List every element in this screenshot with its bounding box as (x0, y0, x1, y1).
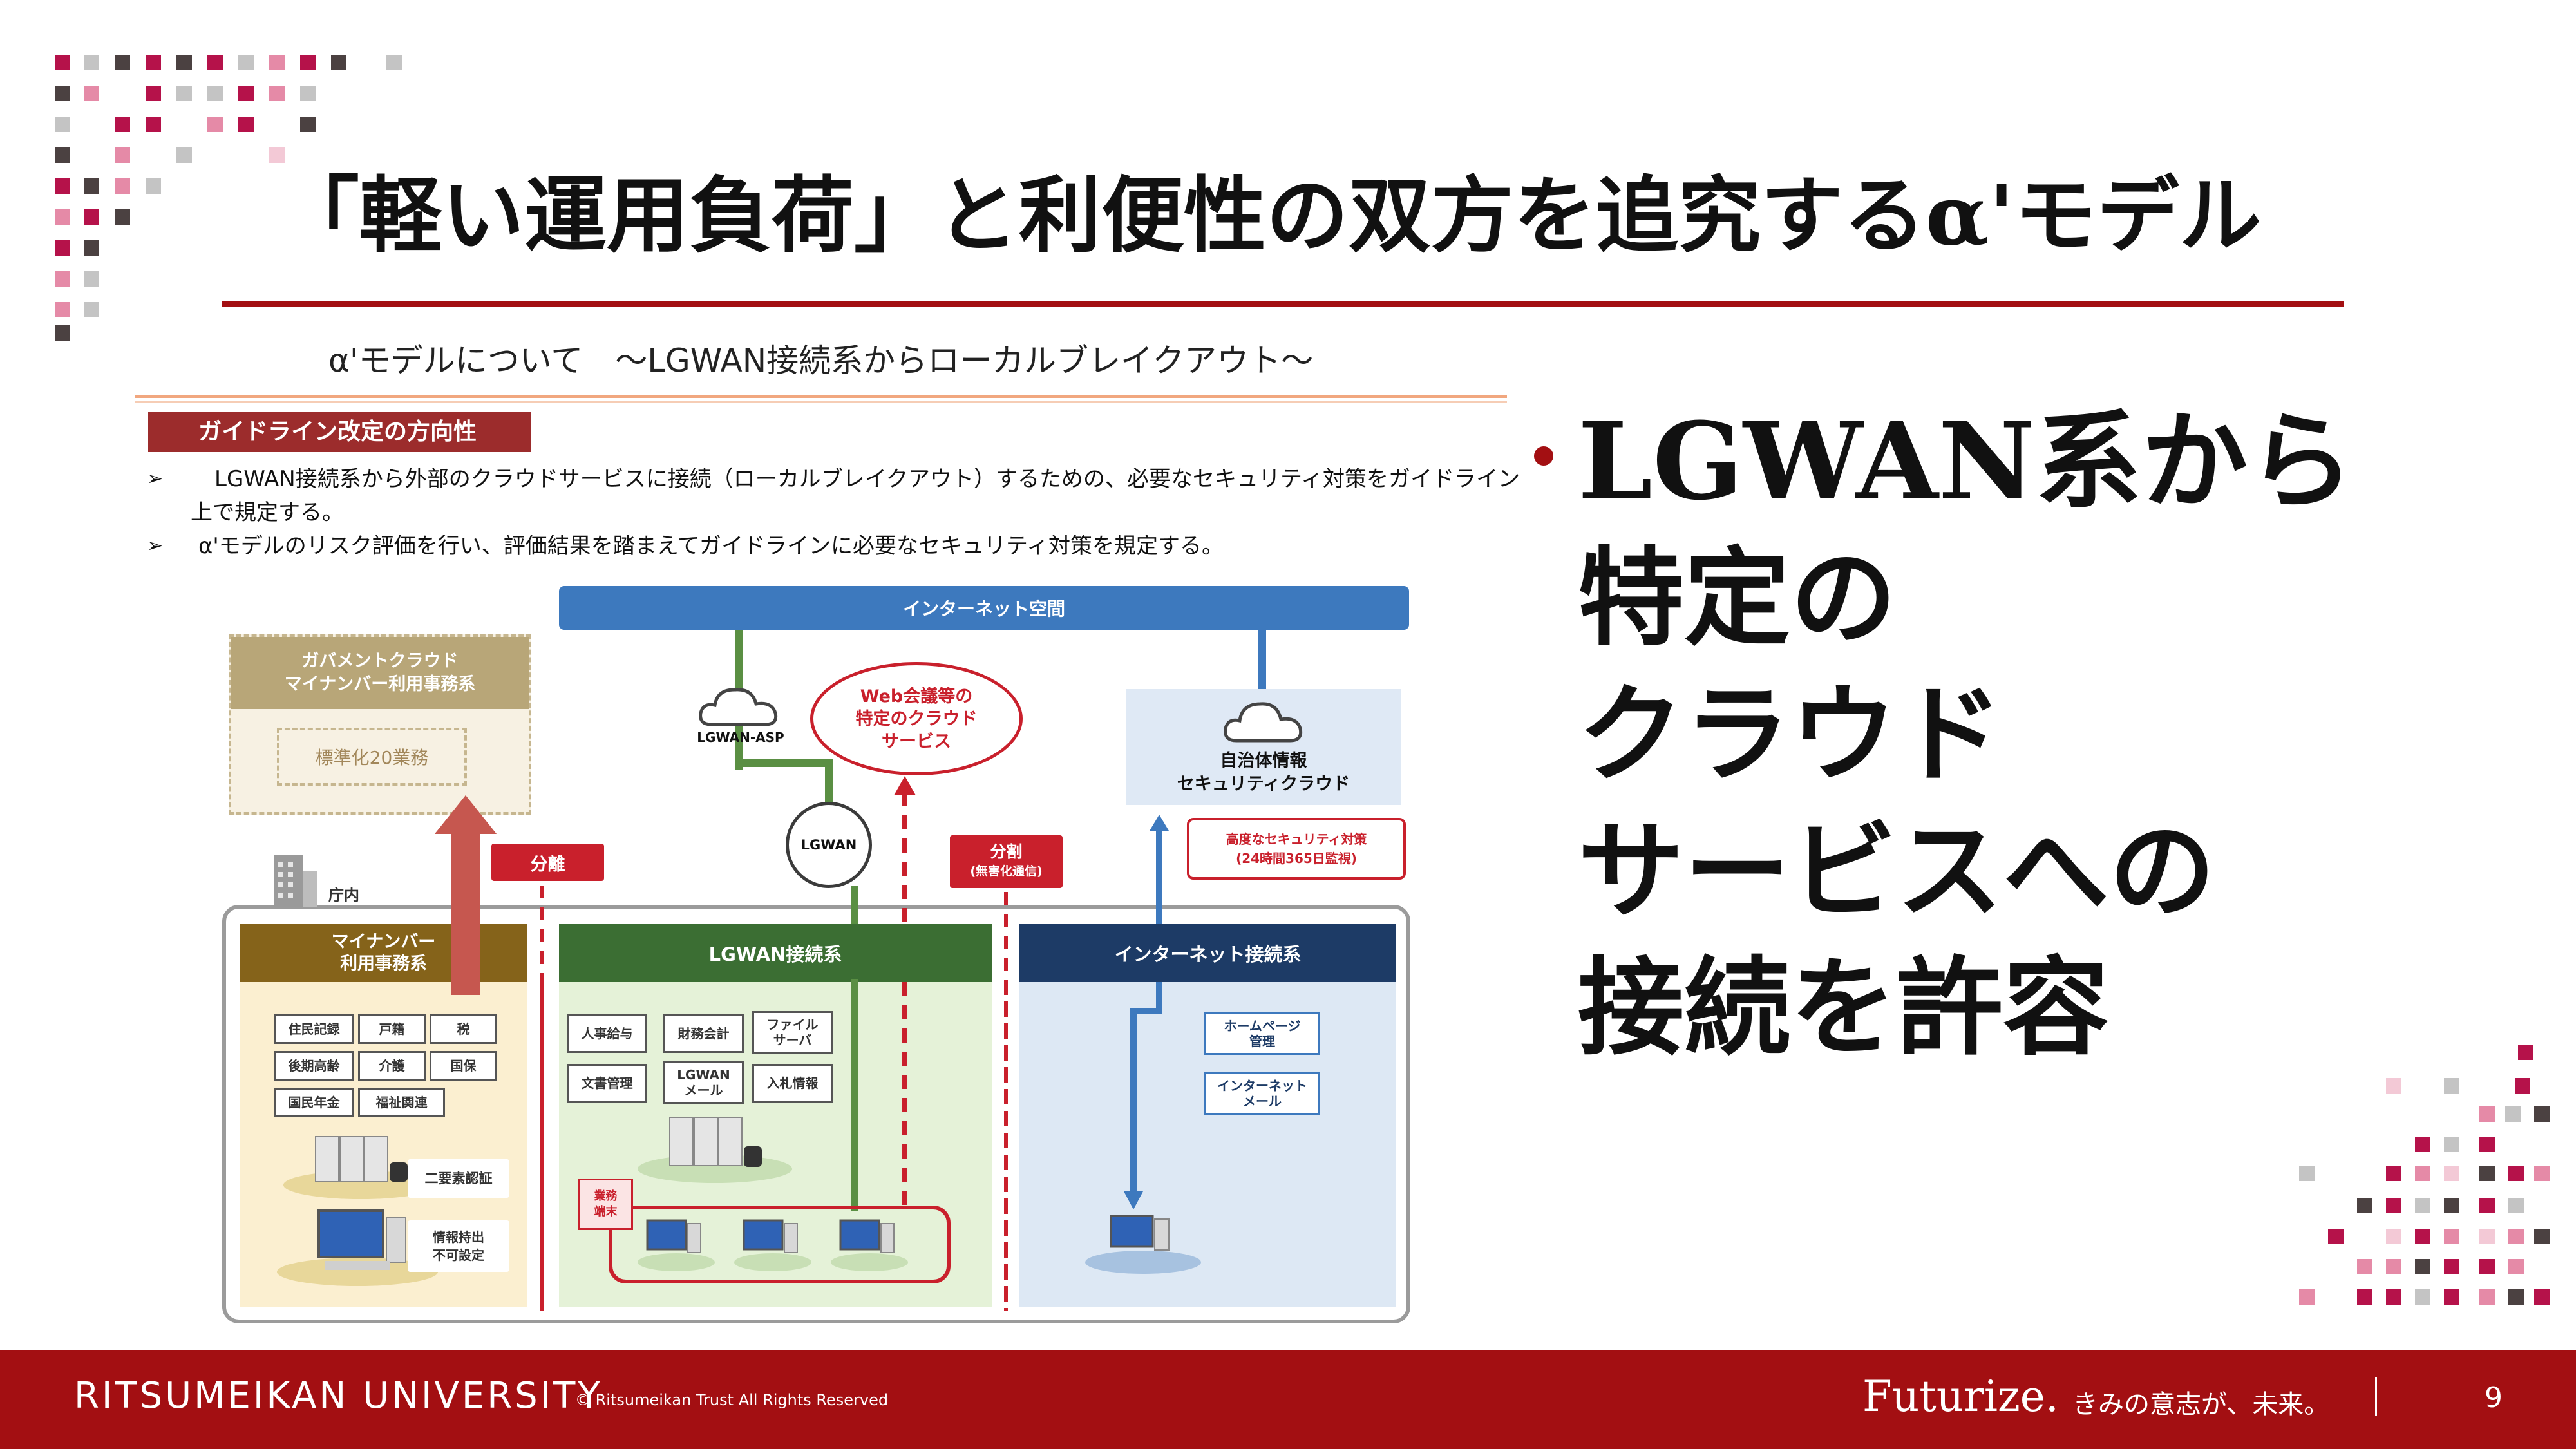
mynumber-item: 後期高齢 (274, 1051, 354, 1081)
bullet-text: α'モデルのリスク評価を行い、評価結果を踏まえてガイドラインに必要なセキュリティ… (198, 533, 1224, 559)
subtitle-rule (135, 395, 1507, 398)
mynumber-server-icon (283, 1136, 438, 1199)
security-cloud-line2: セキュリティクラウド (1177, 774, 1350, 794)
diagram-connectors-front (277, 795, 1201, 1311)
web-conf-line1: Web会議等の (860, 686, 973, 706)
gov-cloud-title: ガバメントクラウド (301, 651, 459, 671)
university-name: RITSUMEIKAN UNIVERSITY (74, 1375, 603, 1417)
office-label: 庁内 (328, 886, 359, 904)
mynumber-item: 住民記録 (274, 1014, 354, 1044)
key-message-line: 接続を許容 (1578, 945, 2109, 1070)
separation-tag: 分離 (491, 844, 604, 881)
mynumber-item: 福祉関連 (358, 1088, 445, 1117)
key-message-line: 特定の (1578, 535, 1897, 660)
no-export-line1: 情報持出 (433, 1229, 484, 1245)
split-tag: 分割 (無害化通信) (950, 835, 1063, 888)
two-factor-auth-tag: 二要素認証 (408, 1159, 509, 1198)
business-terminal-line2: 端末 (594, 1205, 618, 1218)
bullet-arrow-icon: ➢ (147, 535, 164, 557)
big-bullet-dot (1534, 446, 1553, 466)
title-underline (222, 301, 2344, 307)
internet-item: インターネット メール (1204, 1072, 1320, 1115)
mynumber-header-line1: マイナンバー (331, 932, 436, 952)
advanced-security-box: 高度なセキュリティ対策 (24時間365日監視) (1187, 818, 1406, 880)
standardization-20-box: 標準化20業務 (277, 728, 467, 786)
no-export-line2: 不可設定 (433, 1247, 484, 1263)
security-cloud-icon-overlay (1224, 702, 1303, 743)
lgwan-zone-header: LGWAN接続系 (559, 924, 992, 982)
bullet-arrow-icon: ➢ (147, 468, 164, 490)
futurize-logo: Futurize. (1862, 1372, 2059, 1421)
footer-divider (2375, 1377, 2377, 1416)
decorative-squares-top-left (0, 0, 425, 348)
web-conf-line3: サービス (882, 731, 951, 752)
lgwan-item: 文書管理 (567, 1064, 647, 1103)
mynumber-item: 税 (430, 1014, 497, 1044)
no-export-tag: 情報持出 不可設定 (408, 1220, 509, 1272)
copyright-text: © Ritsumeikan Trust All Rights Reserved (575, 1391, 889, 1409)
key-message-line: サービスへの (1578, 808, 2215, 933)
internet-item: ホームページ 管理 (1204, 1012, 1320, 1055)
lgwan-asp-label: LGWAN-ASP (697, 730, 784, 745)
security-cloud-line1: 自治体情報 (1220, 751, 1307, 771)
lgwan-server-icon (638, 1117, 792, 1183)
lgwan-item: 財務会計 (663, 1014, 744, 1053)
bullet-list: ➢ LGWAN接続系から外部のクラウドサービスに接続（ローカルブレイクアウト）す… (147, 462, 1520, 569)
mynumber-header-line2: 利用事務系 (340, 954, 427, 974)
decorative-squares-bottom-right (2286, 1037, 2563, 1314)
lgwan-asp-cloud-icon (699, 688, 778, 726)
advanced-security-line1: 高度なセキュリティ対策 (1226, 831, 1367, 847)
internet-zone-header: インターネット接続系 (1019, 924, 1396, 982)
mynumber-terminal-icon (277, 1209, 438, 1286)
lgwan-item: LGWAN メール (663, 1061, 744, 1104)
bullet-continuation: 上で規定する。 (191, 500, 344, 526)
business-terminal-label: 業務 端末 (578, 1179, 633, 1230)
web-conf-line2: 特定のクラウド (855, 708, 978, 729)
key-message-line: LGWAN系から (1578, 399, 2354, 524)
subtitle-rule-secondary (135, 401, 1507, 402)
security-cloud-label: 自治体情報 セキュリティクラウド (1126, 747, 1401, 799)
gov-cloud-subtitle: マイナンバー利用事務系 (284, 674, 476, 694)
business-terminal-line1: 業務 (594, 1189, 618, 1203)
figure-subtitle: α'モデルについて ～LGWAN接続系からローカルブレイクアウト～ (328, 342, 1314, 379)
split-tag-line1: 分割 (990, 842, 1023, 861)
lgwan-item: 人事給与 (567, 1014, 647, 1053)
building-icon (274, 855, 317, 907)
internet-terminal-icon (1085, 1215, 1201, 1274)
gov-cloud-header: ガバメントクラウド マイナンバー利用事務系 (231, 637, 529, 709)
lgwan-item: ファイル サーバ (752, 1011, 833, 1054)
key-message-line: クラウド (1578, 672, 2003, 797)
key-message: LGWAN系から 特定の クラウド サービスへの 接続を許容 (1578, 393, 2479, 1075)
slide-title: 「軽い運用負荷」と利便性の双方を追究するα'モデル (277, 167, 2262, 264)
mynumber-item: 国民年金 (274, 1088, 354, 1117)
mynumber-item: 国保 (430, 1051, 497, 1081)
web-conference-cloud-service: Web会議等の 特定のクラウド サービス (810, 662, 1023, 775)
lgwan-terminal-icons (638, 1219, 908, 1271)
guideline-banner: ガイドライン改定の方向性 (148, 412, 531, 452)
footer-bar (0, 1350, 2576, 1449)
split-tag-line2: (無害化通信) (970, 864, 1043, 878)
bullet-text: LGWAN接続系から外部のクラウドサービスに接続（ローカルブレイクアウト）するた… (214, 466, 1520, 492)
footer-tagline: きみの意志が、未来。 (2072, 1390, 2330, 1419)
mynumber-item: 戸籍 (358, 1014, 426, 1044)
mynumber-item: 介護 (358, 1051, 426, 1081)
lgwan-node: LGWAN (786, 802, 872, 888)
lgwan-item: 入札情報 (752, 1064, 833, 1103)
page-number: 9 (2485, 1381, 2503, 1414)
internet-space-bar: インターネット空間 (559, 586, 1409, 630)
advanced-security-line2: (24時間365日監視) (1236, 851, 1357, 866)
